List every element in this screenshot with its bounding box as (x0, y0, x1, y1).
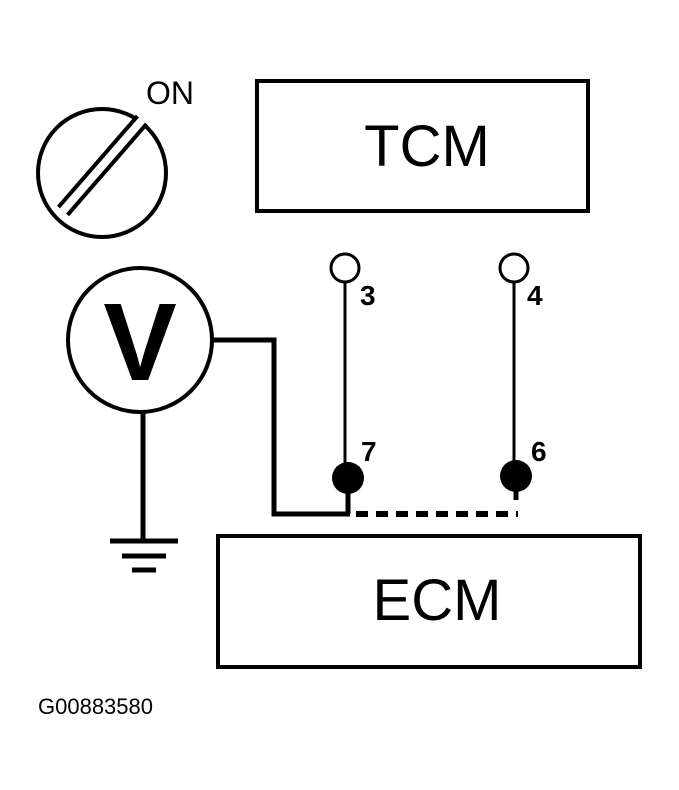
terminal-6 (500, 460, 532, 492)
ground-symbol (110, 538, 178, 573)
ignition-on-label: ON (146, 75, 194, 111)
terminal-3 (329, 252, 361, 284)
terminal-4 (498, 252, 530, 284)
terminal-7 (332, 462, 364, 494)
terminal-6-label: 6 (531, 436, 547, 467)
terminal-3-label: 3 (360, 280, 376, 311)
ignition-switch (36, 107, 168, 239)
ecm-box (216, 534, 642, 669)
tcm-label: TCM (364, 114, 490, 179)
voltmeter-symbol: V (103, 281, 176, 404)
ecm-label: ECM (373, 568, 502, 633)
tcm-box (255, 79, 590, 213)
terminal-7-label: 7 (361, 436, 377, 467)
terminal-4-label: 4 (527, 280, 543, 311)
voltmeter-positive-lead (212, 337, 350, 517)
figure-code: G00883580 (38, 694, 153, 719)
